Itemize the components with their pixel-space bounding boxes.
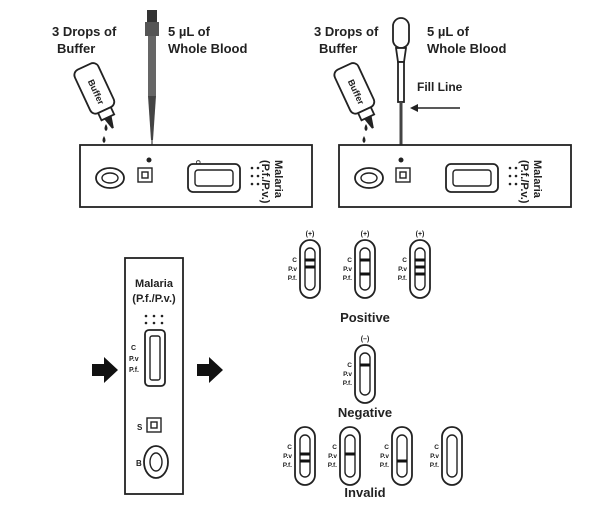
positive-label: Positive	[340, 310, 390, 325]
sample-well	[137, 167, 153, 183]
fill-line-arrow-icon	[410, 104, 460, 112]
negative-strip: (–) C P.vP.f.	[343, 336, 376, 404]
vertical-cassette-test-name: Malaria	[135, 278, 174, 290]
test-cassette-left: C Malaria (P.f./P.v.)	[79, 144, 313, 208]
buffer-drops-label-right-line1: 3 Drops of	[314, 24, 379, 39]
arrow-right-icon-1	[92, 357, 118, 383]
positive-strip-pf: (+) C P.vP.f.	[343, 231, 376, 299]
test-line	[360, 258, 370, 262]
vertical-label-s: S	[137, 423, 143, 432]
strip-line-label: P.v	[398, 266, 407, 273]
cassette-test-sub-left: (P.f./P.v.)	[259, 160, 271, 204]
positive-strip-pv: (+) C P.vP.f.	[288, 231, 321, 299]
vertical-buffer-well	[143, 445, 169, 479]
strip-line-label: C	[347, 362, 352, 369]
test-line	[415, 265, 425, 269]
test-line	[300, 452, 310, 456]
blood-label-left-line2: Whole Blood	[168, 41, 247, 56]
fill-line-label: Fill Line	[417, 80, 463, 94]
result-sign: (+)	[306, 231, 315, 238]
arrow-right-icon-2	[197, 357, 223, 383]
micropipette-icon	[145, 10, 159, 160]
strip-line-label: P.f.	[288, 275, 297, 282]
buffer-drops-label-right-line2: Buffer	[319, 41, 357, 56]
vertical-cassette: Malaria (P.f./P.v.) C P.v P.f. S B	[124, 257, 184, 495]
buffer-drops-label-left-line2: Buffer	[57, 41, 95, 56]
test-line	[415, 272, 425, 276]
strip-line-label: C	[292, 257, 297, 264]
blood-label-right-line2: Whole Blood	[427, 41, 506, 56]
strip-line-label: C	[332, 444, 337, 451]
strip-line-label: P.v	[343, 371, 352, 378]
blood-label-right-line1: 5 µL of	[427, 24, 470, 39]
cassette-test-name-right: Malaria	[531, 160, 543, 199]
blood-label-left-line1: 5 µL of	[168, 24, 211, 39]
step-left-panel: 3 Drops of Buffer 5 µL of Whole Blood Bu…	[52, 10, 313, 208]
test-line	[305, 265, 315, 269]
invalid-strip-2: C P.vP.f.	[328, 426, 361, 486]
buffer-well	[95, 167, 125, 189]
invalid-label: Invalid	[344, 485, 385, 500]
invalid-strip-1: C P.vP.f.	[283, 426, 316, 486]
strip-line-label: P.f.	[398, 275, 407, 282]
test-line	[360, 363, 370, 367]
strip-line-label: P.f.	[343, 380, 352, 387]
strip-line-label: P.v	[328, 453, 337, 460]
vertical-result-window	[144, 329, 166, 387]
positive-strip-mixed: (+) C P.vP.f.	[398, 231, 431, 299]
strip-line-label: P.f.	[380, 462, 389, 469]
strip-line-label: C	[287, 444, 292, 451]
result-sign: (–)	[361, 336, 370, 343]
vertical-label-pf: P.f.	[129, 367, 139, 374]
step-right-panel: 3 Drops of Buffer 5 µL of Whole Blood Bu…	[314, 17, 572, 208]
negative-label: Negative	[338, 405, 392, 420]
cassette-line-labels-left: C	[194, 160, 200, 165]
invalid-strip-3: C P.vP.f.	[380, 426, 413, 486]
test-line	[345, 452, 355, 456]
strip-line-label: P.f.	[343, 275, 352, 282]
vertical-sample-well	[146, 417, 162, 433]
vertical-label-pv: P.v	[129, 356, 139, 363]
strip-line-label: P.v	[343, 266, 352, 273]
vertical-label-b: B	[136, 459, 142, 468]
strip-line-label: C	[384, 444, 389, 451]
strip-line-label: P.f.	[430, 462, 439, 469]
invalid-strip-4: C P.vP.f.	[430, 426, 463, 486]
cassette-test-sub-right: (P.f./P.v.)	[518, 160, 530, 204]
strip-line-label: P.v	[380, 453, 389, 460]
strip-line-label: C	[347, 257, 352, 264]
test-line	[300, 459, 310, 463]
test-line	[415, 258, 425, 262]
result-strips: (+)CP.vP.f.(+)CP.vP.f.(+)CP.vP.f.(–)CP.v…	[283, 231, 463, 486]
test-line	[397, 459, 407, 463]
result-window	[187, 163, 241, 193]
result-sign: (+)	[416, 231, 425, 238]
strip-line-label: P.v	[283, 453, 292, 460]
strip-line-label: P.f.	[283, 462, 292, 469]
vertical-label-c: C	[131, 345, 136, 352]
test-line	[305, 258, 315, 262]
buffer-bottle-icon: Buffer	[73, 62, 116, 129]
buffer-bottle-icon-right: Buffer	[333, 62, 376, 129]
result-sign: (+)	[361, 231, 370, 238]
capillary-dropper-icon	[392, 17, 410, 156]
vertical-cassette-test-sub: (P.f./P.v.)	[132, 293, 176, 305]
strip-line-label: P.f.	[328, 462, 337, 469]
strip-line-label: P.v	[288, 266, 297, 273]
strip-line-label: C	[402, 257, 407, 264]
strip-line-label: P.v	[430, 453, 439, 460]
cassette-test-name-left: Malaria	[272, 160, 284, 199]
test-line	[360, 272, 370, 276]
strip-line-label: C	[434, 444, 439, 451]
test-cassette-right: Malaria (P.f./P.v.)	[338, 144, 572, 208]
buffer-drops-label-left-line1: 3 Drops of	[52, 24, 117, 39]
